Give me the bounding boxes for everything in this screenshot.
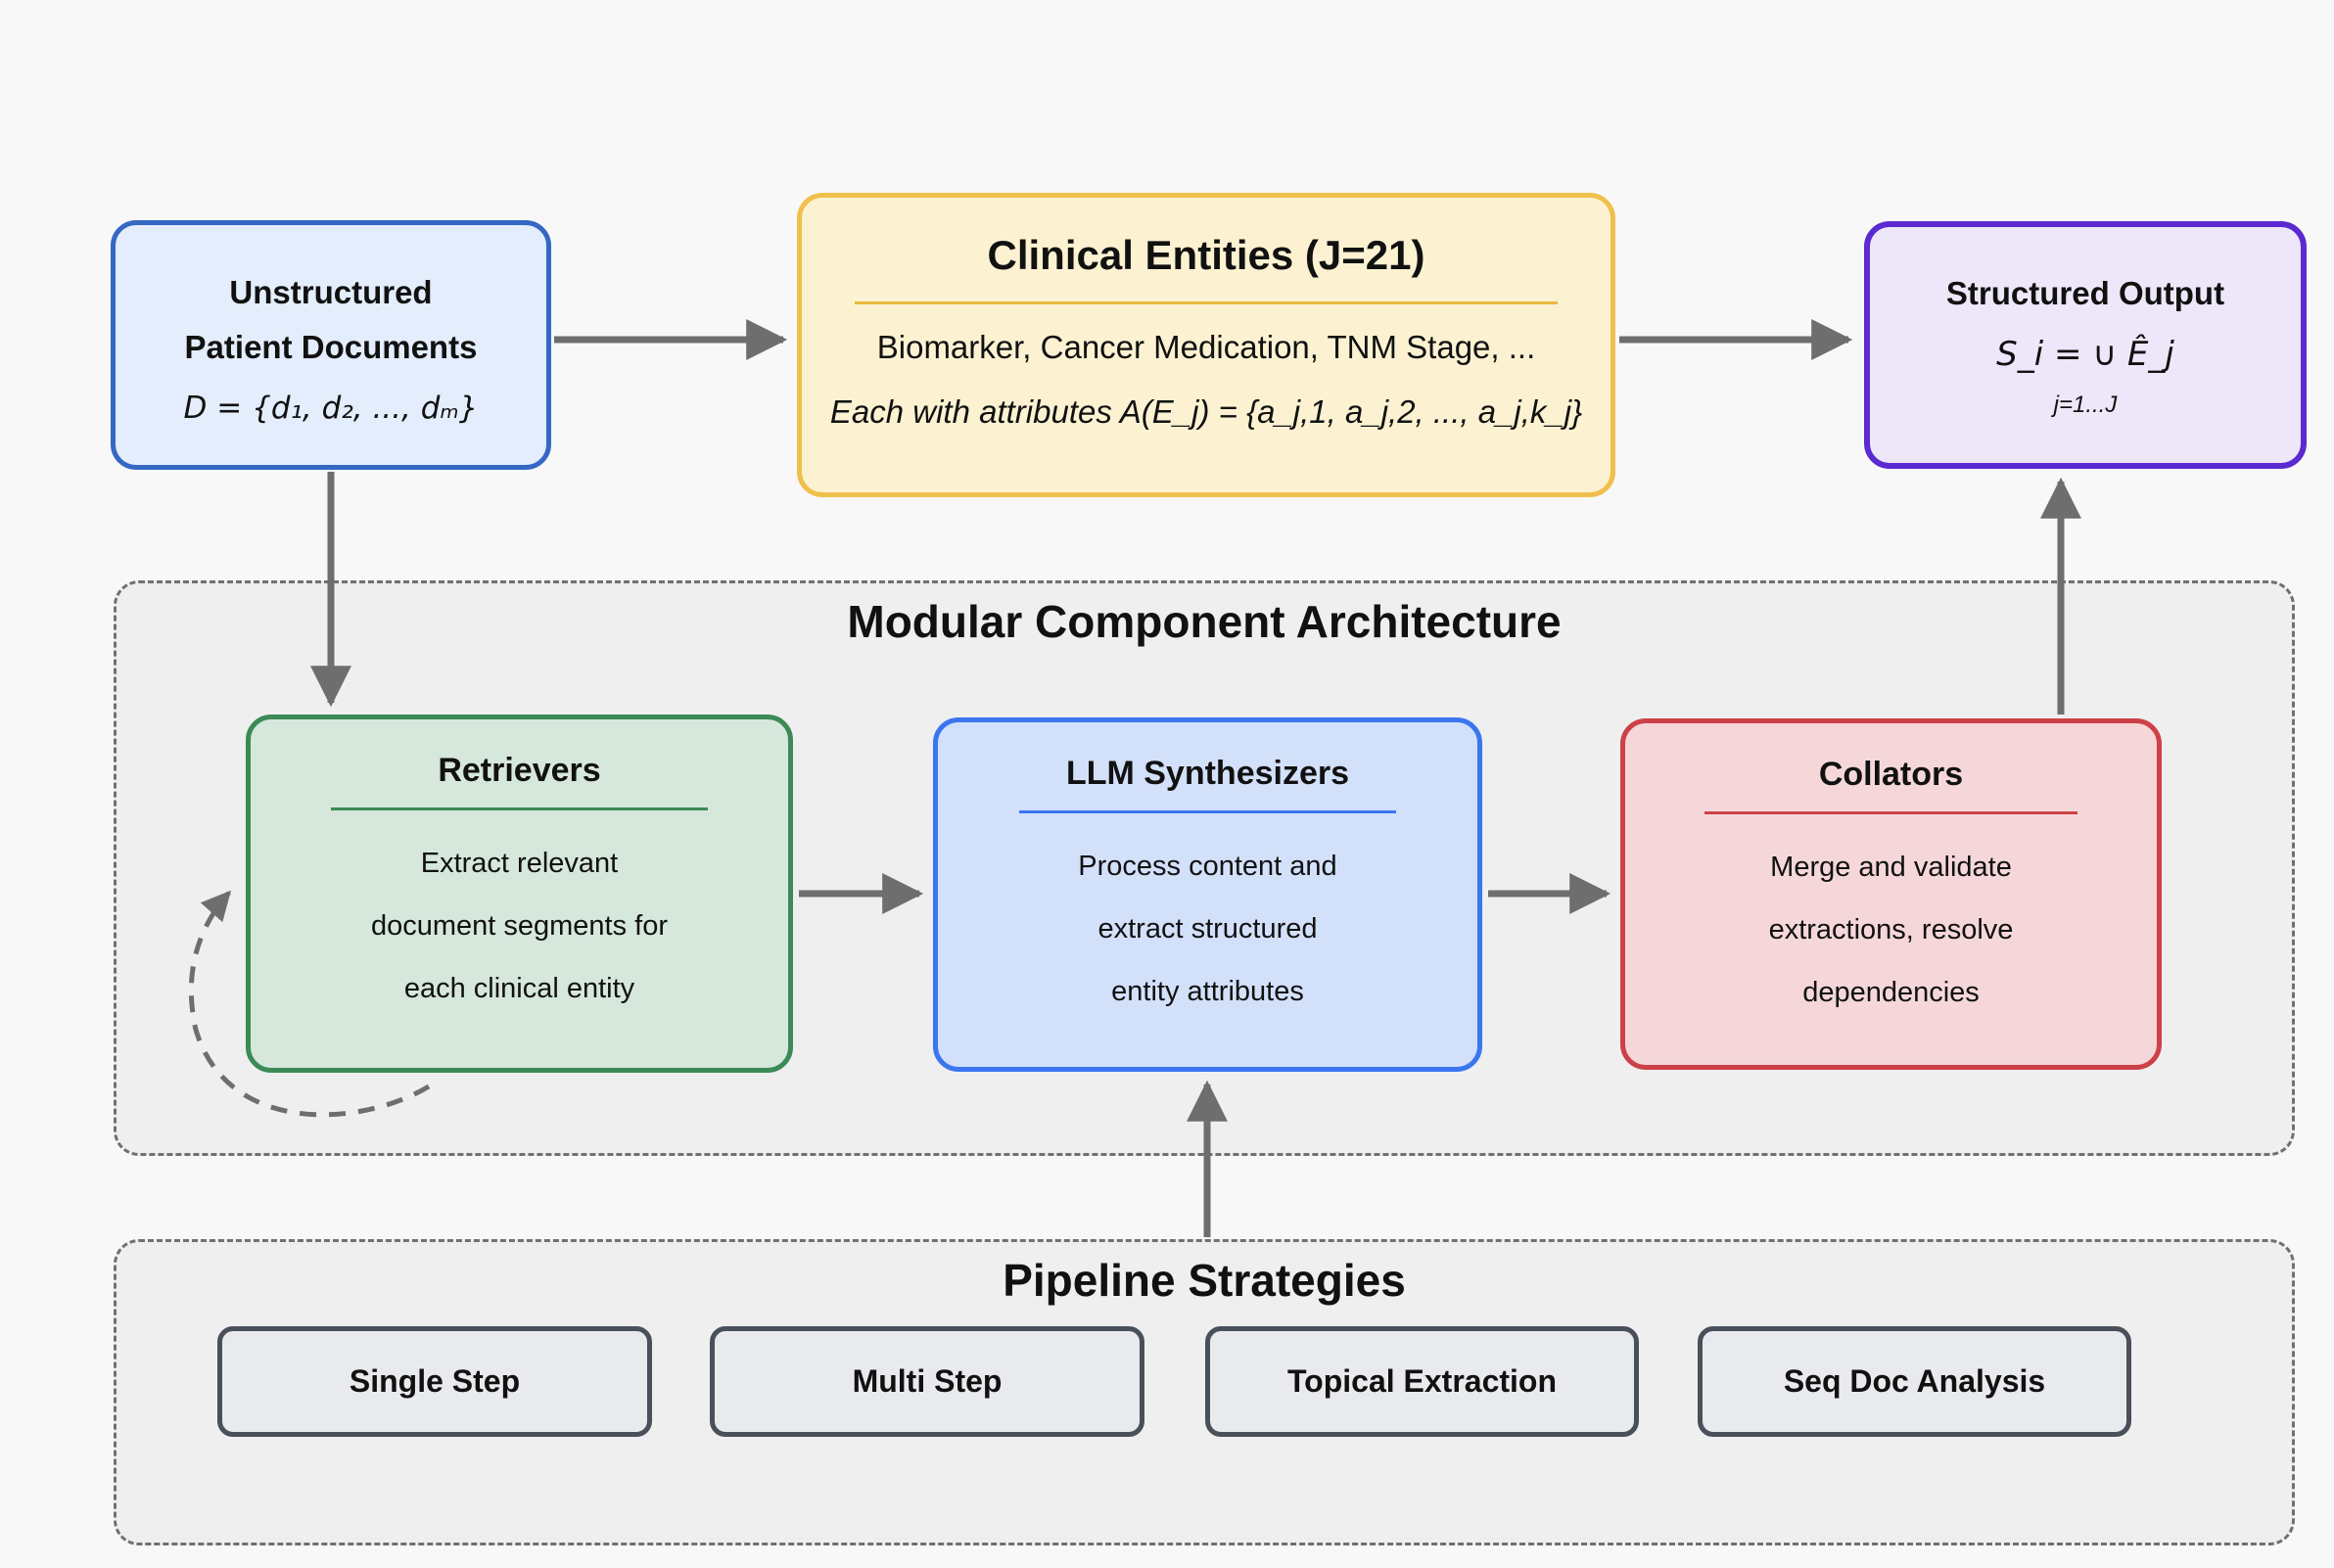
retrievers-desc-line2: document segments for <box>370 910 669 942</box>
collators-desc-line2: extractions, resolve <box>1768 914 2014 945</box>
unstructured-title-line2: Patient Documents <box>184 328 478 365</box>
clinical-entities-divider <box>854 301 1559 304</box>
structured-output-formula: S_i = ∪ Ê_j <box>1996 334 2174 374</box>
llm-synthesizers-title: LLM Synthesizers <box>1065 755 1350 792</box>
modular-architecture-title: Modular Component Architecture <box>847 596 1562 647</box>
collators-divider <box>1704 811 2077 814</box>
retrievers-description: Extract relevant document segments for e… <box>251 832 788 1020</box>
strategy-topical-extraction: Topical Extraction <box>1205 1326 1639 1437</box>
unstructured-documents-title: Unstructured Patient Documents <box>116 265 546 375</box>
documents-set-formula: D = {d₁, d₂, ..., dₘ} <box>183 390 479 426</box>
unstructured-title-line1: Unstructured <box>229 273 433 310</box>
retrievers-divider <box>331 807 708 810</box>
collators-description: Merge and validate extractions, resolve … <box>1625 836 2157 1024</box>
retrievers-title: Retrievers <box>438 752 601 789</box>
llm-desc-line1: Process content and <box>1078 851 1337 882</box>
retrievers-desc-line1: Extract relevant <box>420 848 619 879</box>
llm-synthesizers-divider <box>1018 810 1397 813</box>
collators-desc-line3: dependencies <box>1802 977 1980 1008</box>
structured-output-index-range: j=1...J <box>2053 391 2118 418</box>
structured-output-node: Structured Output S_i = ∪ Ê_j j=1...J <box>1864 221 2307 469</box>
pipeline-strategies-title: Pipeline Strategies <box>1003 1255 1406 1306</box>
retrievers-node: Retrievers Extract relevant document seg… <box>246 715 793 1073</box>
clinical-entities-title: Clinical Entities (J=21) <box>987 232 1425 278</box>
llm-desc-line3: entity attributes <box>1111 976 1304 1007</box>
llm-desc-line2: extract structured <box>1097 913 1318 945</box>
retrievers-desc-line3: each clinical entity <box>403 973 635 1004</box>
clinical-entities-examples: Biomarker, Cancer Medication, TNM Stage,… <box>876 329 1536 365</box>
collators-title: Collators <box>1818 756 1964 793</box>
clinical-entities-node: Clinical Entities (J=21) Biomarker, Canc… <box>797 193 1615 497</box>
structured-output-title: Structured Output <box>1945 274 2225 311</box>
collators-desc-line1: Merge and validate <box>1770 852 2012 883</box>
strategy-multi-step: Multi Step <box>710 1326 1144 1437</box>
collators-node: Collators Merge and validate extractions… <box>1620 718 2162 1070</box>
clinical-entities-attributes-formula: Each with attributes A(E_j) = {a_j,1, a_… <box>829 393 1583 430</box>
strategy-seq-doc-analysis: Seq Doc Analysis <box>1698 1326 2131 1437</box>
unstructured-patient-documents-node: Unstructured Patient Documents D = {d₁, … <box>111 220 551 470</box>
llm-synthesizers-description: Process content and extract structured e… <box>938 835 1477 1023</box>
llm-synthesizers-node: LLM Synthesizers Process content and ext… <box>933 717 1482 1072</box>
strategy-single-step: Single Step <box>217 1326 652 1437</box>
